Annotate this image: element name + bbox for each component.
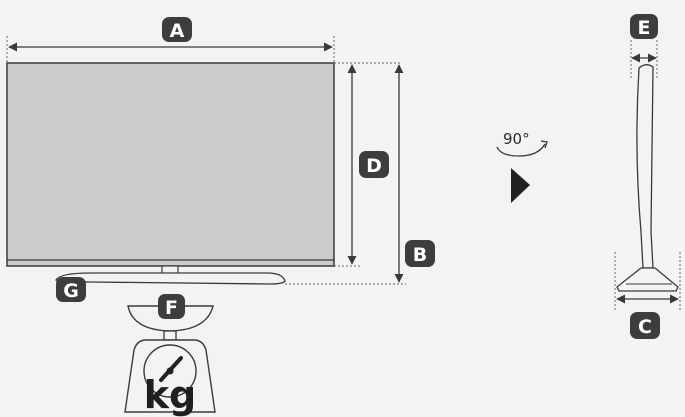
depth-dimension xyxy=(630,40,658,80)
badge-a: A xyxy=(162,17,192,42)
rotate-arrow-icon xyxy=(496,143,546,157)
badge-b-text: B xyxy=(413,244,427,266)
badge-a-text: A xyxy=(170,20,185,42)
width-dimension xyxy=(6,36,335,62)
weight-unit: kg xyxy=(144,373,196,417)
rotation-indicator: 90° xyxy=(496,130,548,203)
badge-c: C xyxy=(630,312,660,339)
tv-front-view xyxy=(6,62,335,285)
tv-stand-base xyxy=(55,272,286,285)
badge-g: G xyxy=(56,277,86,302)
badge-e-text: E xyxy=(638,17,651,39)
badge-d: D xyxy=(359,151,389,178)
weighing-scale-icon: kg xyxy=(124,305,216,417)
height-without-stand-dimension xyxy=(334,62,400,267)
badge-c-text: C xyxy=(638,316,652,338)
badge-f-text: F xyxy=(165,297,178,319)
tv-screen xyxy=(6,62,335,267)
tv-side-stand xyxy=(616,267,679,292)
height-with-stand-dimension xyxy=(285,64,406,285)
tv-side-panel xyxy=(636,64,654,269)
play-triangle-icon xyxy=(511,168,530,203)
badge-g-text: G xyxy=(63,280,79,302)
scale-neck xyxy=(163,330,177,341)
badge-d-text: D xyxy=(366,155,382,177)
rotation-angle: 90° xyxy=(503,130,530,148)
badge-e: E xyxy=(630,14,658,39)
stand-depth-dimension xyxy=(614,252,681,310)
tv-side-view xyxy=(616,64,679,292)
badge-b: B xyxy=(405,240,435,267)
badge-f: F xyxy=(158,294,185,319)
